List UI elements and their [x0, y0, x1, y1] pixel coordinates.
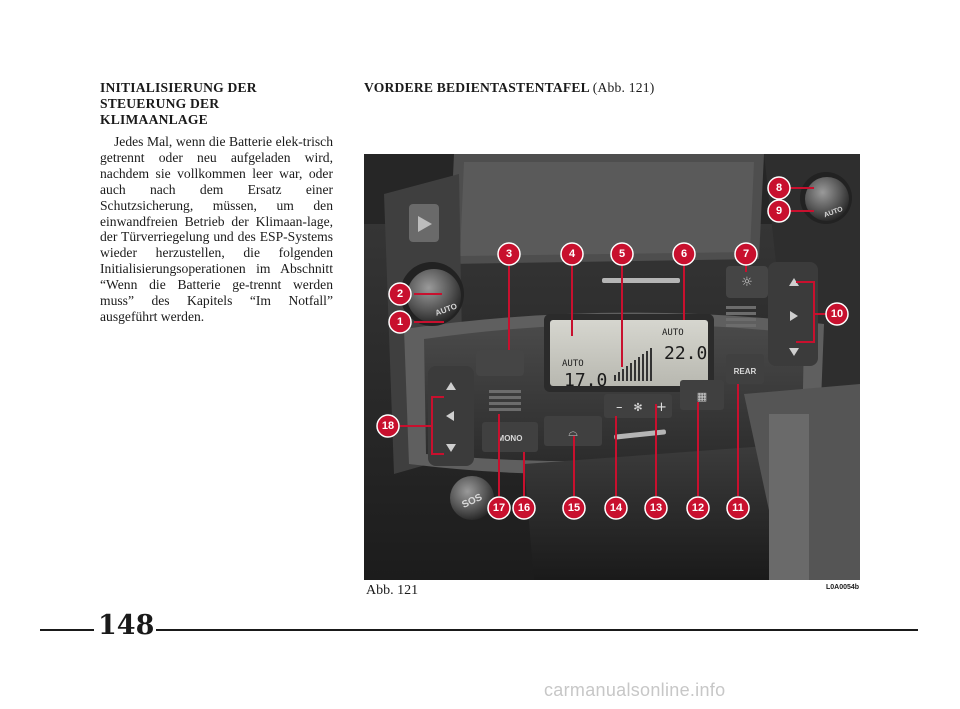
callout-17: 17 [487, 496, 511, 520]
callout-16: 16 [512, 496, 536, 520]
svg-text:14: 14 [610, 502, 623, 514]
callout-8: 8 [767, 176, 791, 200]
sun-icon: ☼ [741, 275, 753, 290]
left-left-arrow-icon [446, 411, 454, 421]
right-right-arrow-icon [790, 311, 798, 321]
left-temperature-knob[interactable] [407, 269, 461, 323]
callout-4: 4 [560, 242, 584, 266]
svg-text:9: 9 [776, 205, 782, 217]
lcd-right-mode: AUTO [662, 328, 684, 338]
callout-5: 5 [610, 242, 634, 266]
right-temperature-knob[interactable] [805, 177, 849, 221]
fan-plus-icon: + [656, 400, 667, 415]
rear-button-label: REAR [734, 367, 757, 376]
figure-section-heading: VORDERE BEDIENTASTENTAFEL (Abb. 121) [364, 80, 654, 96]
callout-leaders [400, 187, 826, 496]
svg-text:17: 17 [493, 502, 505, 514]
mono-button[interactable] [482, 422, 538, 452]
figure-heading-text: VORDERE BEDIENTASTENTAFEL [364, 80, 590, 95]
svg-text:7: 7 [743, 248, 749, 260]
control-panel-photo: AUTO 17.0 AUTO 22.0 [364, 154, 860, 580]
svg-text:2: 2 [397, 288, 403, 300]
left-up-arrow-icon [446, 382, 456, 390]
fan-minus-icon: – [616, 400, 623, 415]
lcd-right-temp: 22.0 [664, 343, 707, 364]
callout-14: 14 [604, 496, 628, 520]
rear-window-icon: ▦ [697, 390, 707, 403]
section-body-text: Jedes Mal, wenn die Batterie elek-trisch… [100, 134, 333, 324]
figure-heading-ref: (Abb. 121) [592, 80, 655, 95]
watermark: carmanualsonline.info [544, 680, 726, 700]
svg-text:3: 3 [506, 248, 512, 260]
callout-15: 15 [562, 496, 586, 520]
callout-9: 9 [767, 199, 791, 223]
right-up-arrow-icon [789, 278, 799, 286]
windshield-icon: ⌓ [568, 425, 578, 439]
callout-13: 13 [644, 496, 668, 520]
figure-code: L0A0054b [826, 584, 860, 591]
callout-2: 2 [388, 282, 412, 306]
svg-text:5: 5 [619, 248, 625, 260]
footer-rule-right [156, 629, 918, 631]
callout-6: 6 [672, 242, 696, 266]
rear-defrost-button[interactable] [680, 380, 724, 410]
lcd-fan-bars [614, 348, 652, 381]
sos-button[interactable] [450, 476, 494, 520]
svg-text:8: 8 [776, 182, 782, 194]
figure-climate-control-panel: AUTO 17.0 AUTO 22.0 [364, 154, 860, 580]
rear-button[interactable] [726, 354, 764, 384]
left-down-arrow-icon [446, 444, 456, 452]
svg-text:12: 12 [692, 502, 704, 514]
callout-11: 11 [726, 496, 750, 520]
svg-text:16: 16 [518, 502, 530, 514]
callout-12: 12 [686, 496, 710, 520]
svg-text:11: 11 [732, 502, 744, 514]
lcd-left-temp: 17.0 [564, 370, 607, 391]
left-column: INITIALISIERUNG DER STEUERUNG DER KLIMAA… [100, 80, 333, 325]
svg-text:15: 15 [568, 502, 580, 514]
recirculation-button[interactable] [726, 266, 768, 298]
fan-icon: ✻ [633, 401, 642, 414]
right-down-arrow-icon [789, 348, 799, 356]
figure-caption: Abb. 121 [366, 583, 419, 598]
svg-text:1: 1 [397, 316, 403, 328]
callout-1: 1 [388, 310, 412, 334]
callout-18: 18 [376, 414, 400, 438]
svg-text:13: 13 [650, 502, 662, 514]
page-number: 148 [98, 610, 155, 641]
svg-text:18: 18 [382, 420, 394, 432]
callout-3: 3 [497, 242, 521, 266]
mono-button-label: MONO [498, 434, 523, 443]
windshield-defrost-button[interactable] [544, 416, 602, 446]
callout-10: 10 [825, 302, 849, 326]
callout-7: 7 [734, 242, 758, 266]
section-heading-initialisierung: INITIALISIERUNG DER STEUERUNG DER KLIMAA… [100, 80, 257, 127]
footer-rule-left [40, 629, 94, 631]
svg-text:10: 10 [831, 308, 843, 320]
air-distribution-button[interactable] [476, 350, 524, 376]
lcd-left-mode: AUTO [562, 359, 584, 369]
svg-text:4: 4 [569, 248, 576, 260]
svg-text:6: 6 [681, 248, 687, 260]
